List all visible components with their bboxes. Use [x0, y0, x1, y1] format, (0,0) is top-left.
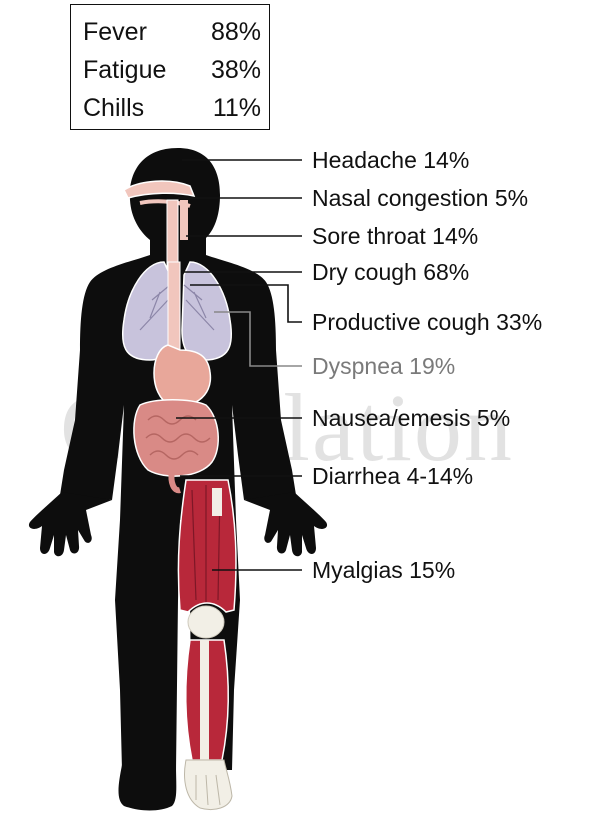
systemic-percent: 38% [211, 55, 261, 85]
systemic-name: Chills [83, 93, 144, 123]
label-dry-cough: Dry cough 68% [312, 258, 469, 286]
label-myalgias: Myalgias 15% [312, 556, 455, 584]
label-nasal-congestion: Nasal congestion 5% [312, 184, 528, 212]
systemic-percent: 11% [213, 93, 261, 123]
label-productive-cough: Productive cough 33% [312, 308, 542, 336]
right-hand [244, 492, 327, 556]
knee [188, 606, 224, 638]
left-foot [119, 765, 177, 811]
label-sore-throat: Sore throat 14% [312, 222, 478, 250]
systemic-symptoms-box: Fever 88% Fatigue 38% Chills 11% [70, 4, 270, 130]
left-hand [29, 492, 112, 556]
systemic-percent: 88% [211, 17, 261, 47]
systemic-name: Fatigue [83, 55, 166, 85]
label-diarrhea: Diarrhea 4-14% [312, 462, 473, 490]
label-headache: Headache 14% [312, 146, 469, 174]
label-nausea-emesis: Nausea/emesis 5% [312, 404, 510, 432]
label-dyspnea: Dyspnea 19% [312, 352, 455, 380]
systemic-name: Fever [83, 17, 147, 47]
